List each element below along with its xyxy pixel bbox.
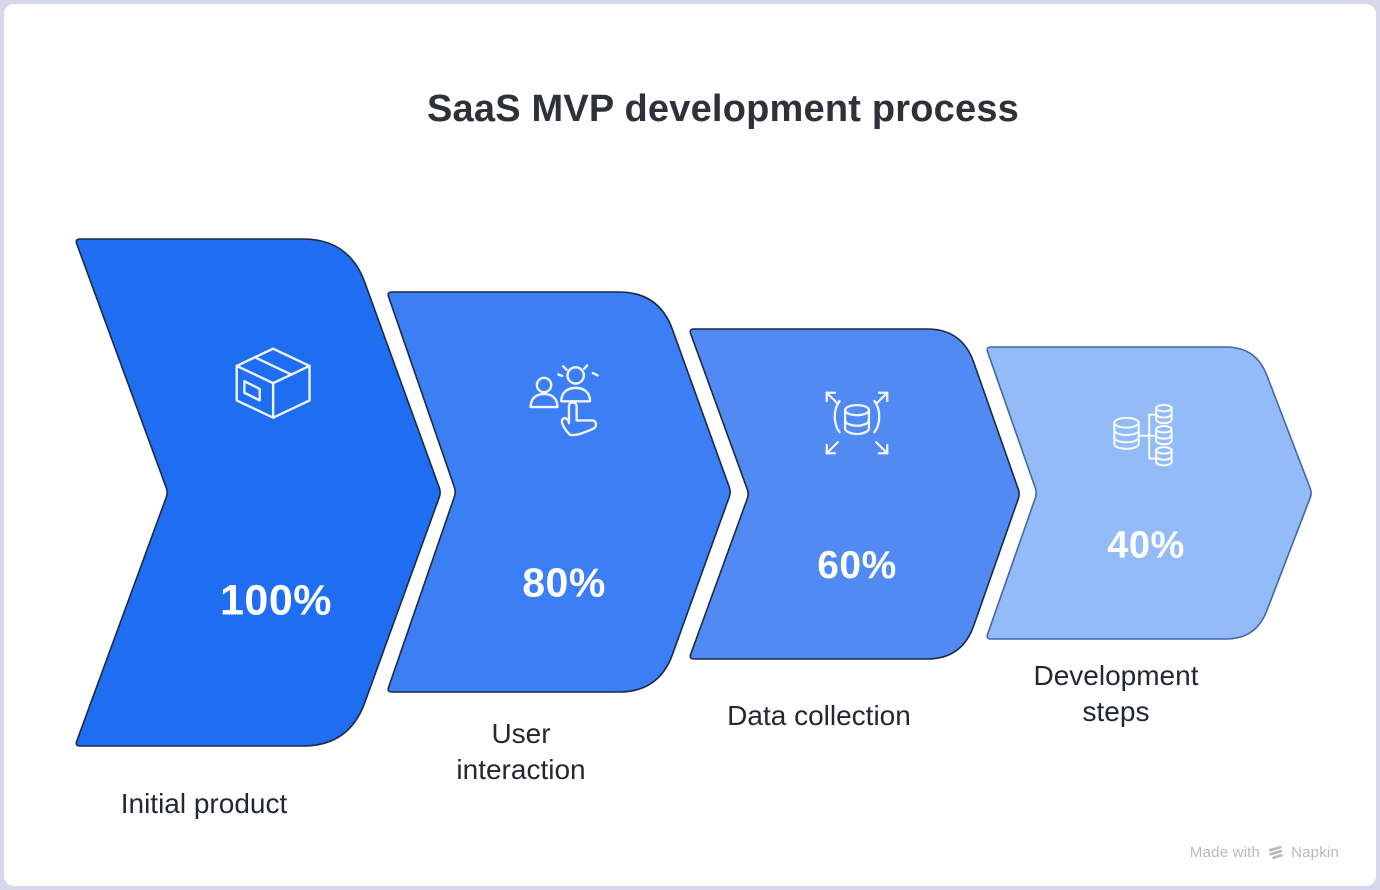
chevron-step-2	[387, 291, 731, 693]
chevron-step-1	[75, 238, 441, 747]
diagram-canvas: SaaS MVP development process	[4, 4, 1376, 886]
chevron-step-4	[986, 346, 1312, 640]
database-tree-icon	[1107, 400, 1185, 478]
napkin-logo-icon	[1268, 845, 1283, 859]
step-percent: 100%	[220, 576, 332, 625]
step-percent: 80%	[522, 559, 606, 606]
step-label: User interaction	[456, 718, 586, 785]
step-percent: 40%	[1107, 524, 1185, 567]
watermark: Made with Napkin	[1190, 841, 1339, 863]
diagram-title: SaaS MVP development process	[426, 88, 1020, 130]
step-label: Development steps	[1033, 660, 1199, 727]
watermark-made-with: Made with	[1189, 843, 1261, 861]
watermark-brand: Napkin	[1291, 843, 1339, 861]
chevron-arrow-layer	[75, 238, 1312, 747]
step-percent: 60%	[817, 544, 897, 587]
chevron-step-3	[689, 328, 1020, 660]
step-label: Data collection	[727, 700, 911, 731]
data-scale-out-icon	[813, 379, 901, 467]
package-icon	[230, 341, 322, 433]
step-label: Initial product	[120, 788, 288, 819]
user-interaction-icon	[522, 362, 614, 454]
